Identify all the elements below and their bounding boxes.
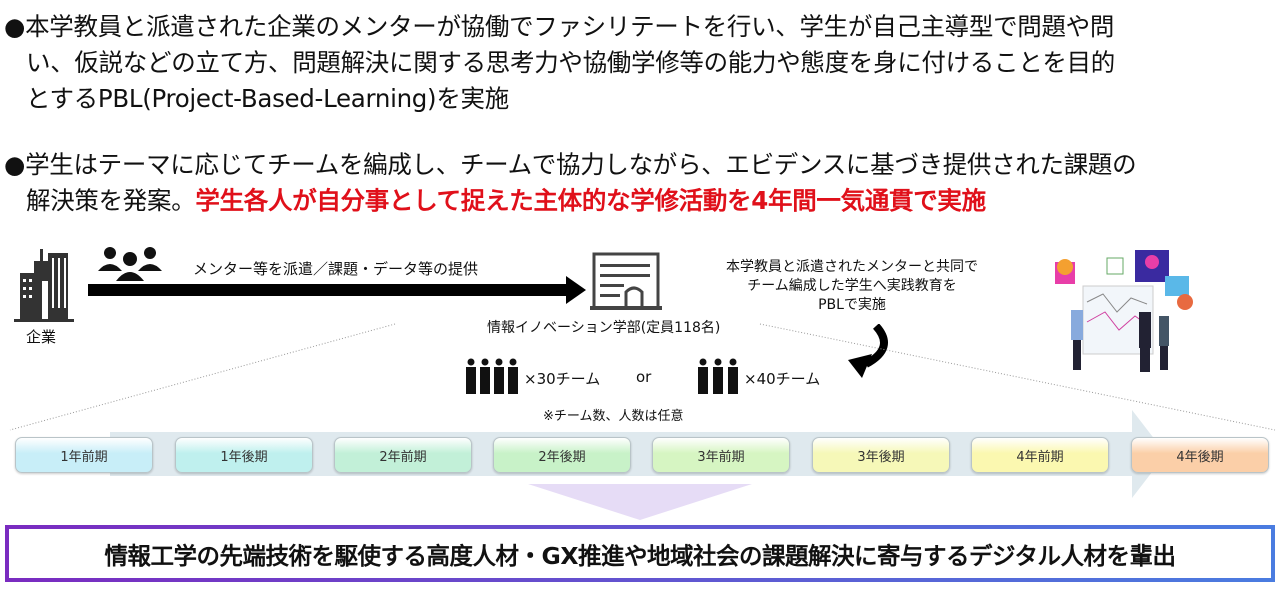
paragraph-1: ●本学教員と派遣された企業のメンターが協働でファシリテートを行い、学生が自己主導… — [4, 9, 1115, 117]
team-option-30: ×30チーム — [524, 370, 601, 388]
bullet: ● — [4, 150, 26, 179]
text-line: とするPBL(Project-Based-Learning)を実施 — [26, 84, 509, 113]
text-line: い、仮説などの立て方、問題解決に関する思考力や協働学修等の能力や態度を身に付ける… — [26, 48, 1115, 77]
semester-6: 3年後期 — [812, 437, 950, 473]
conclusion-text: 情報工学の先端技術を駆使する高度人材・GX推進や地域社会の課題解決に寄与するデジ… — [9, 529, 1271, 578]
company-building-icon — [14, 249, 74, 322]
arrow-label: メンター等を派遣／課題・データ等の提供 — [193, 260, 479, 278]
university-building-icon — [590, 252, 662, 310]
semester-8: 4年後期 — [1131, 437, 1269, 473]
highlight-text: 学生各人が自分事として捉えた主体的な学修活動を4年間一気通貫で実施 — [195, 186, 986, 215]
provision-arrow — [88, 276, 586, 304]
faculty-label: 情報イノベーション学部(定員118名) — [487, 320, 721, 336]
four-people-icon — [466, 358, 518, 394]
pbl-line: チーム編成した学生へ実践教育を — [747, 278, 957, 294]
three-people-icon — [698, 358, 738, 394]
team-option-40: ×40チーム — [744, 370, 821, 388]
curved-arrow-icon — [848, 324, 888, 378]
pbl-line: PBLで実施 — [818, 297, 886, 313]
paragraph-2: ●学生はテーマに応じてチームを編成し、チームで協力しながら、エビデンスに基づき提… — [4, 147, 1137, 219]
bullet: ● — [4, 12, 26, 41]
semester-3: 2年前期 — [334, 437, 472, 473]
or-label: or — [636, 368, 652, 386]
timeline-arrow — [110, 410, 1166, 498]
pbl-description: 本学教員と派遣されたメンターと共同で チーム編成した学生へ実践教育を PBLで実… — [692, 258, 1012, 315]
company-label: 企業 — [26, 328, 57, 346]
team-note: ※チーム数、人数は任意 — [543, 409, 684, 424]
semester-7: 4年前期 — [971, 437, 1109, 473]
semester-5: 3年前期 — [652, 437, 790, 473]
pbl-line: 本学教員と派遣されたメンターと共同で — [726, 259, 978, 275]
down-arrow-triangle — [528, 484, 752, 520]
text-line: 学生はテーマに応じてチームを編成し、チームで協力しながら、エビデンスに基づき提供… — [25, 150, 1137, 179]
text-line: 解決策を発案。 — [26, 186, 196, 215]
people-group-icon — [98, 247, 162, 281]
conclusion-box: 情報工学の先端技術を駆使する高度人材・GX推進や地域社会の課題解決に寄与するデジ… — [5, 525, 1275, 582]
team-presentation-illustration — [1055, 250, 1193, 372]
semester-4: 2年後期 — [493, 437, 631, 473]
semester-2: 1年後期 — [175, 437, 313, 473]
semester-1: 1年前期 — [15, 437, 153, 473]
text-line: 本学教員と派遣された企業のメンターが協働でファシリテートを行い、学生が自己主導型… — [25, 12, 1115, 41]
